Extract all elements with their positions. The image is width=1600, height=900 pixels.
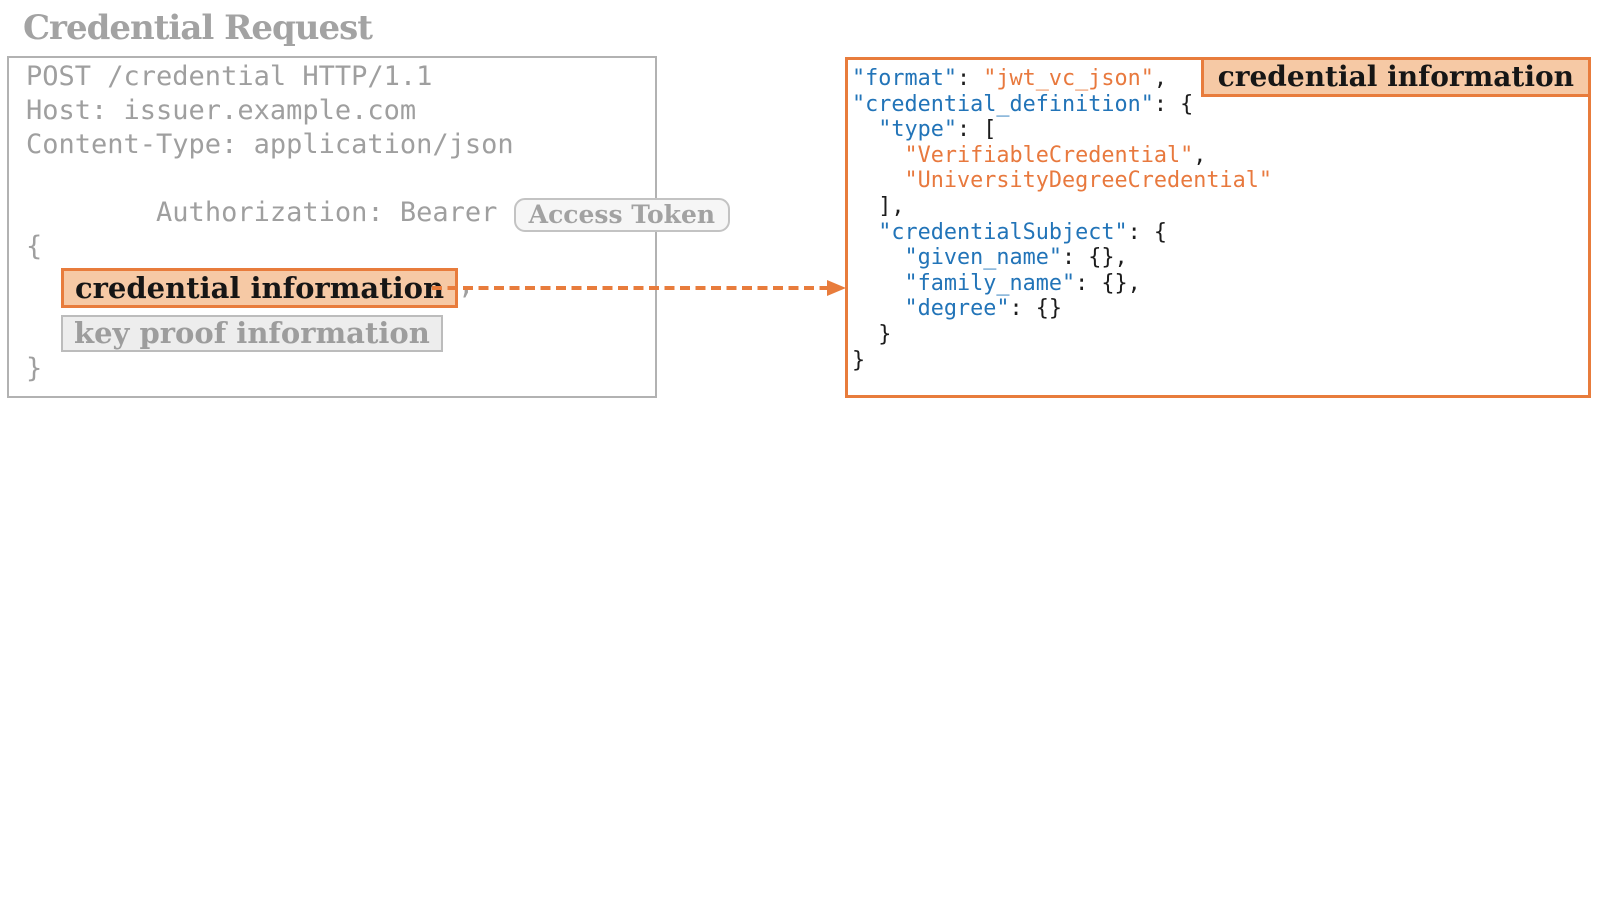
- json-punctuation: [852, 245, 905, 270]
- json-punctuation: [852, 220, 878, 245]
- page-title: Credential Request: [23, 8, 373, 48]
- credential-json-code: "format": "jwt_vc_json","credential_defi…: [852, 66, 1272, 373]
- json-punctuation: [852, 271, 905, 296]
- key-proof-information-row: key proof information: [61, 315, 443, 352]
- key-proof-information-badge: key proof information: [61, 315, 443, 352]
- json-punctuation: [852, 143, 905, 168]
- code-line: "UniversityDegreeCredential": [852, 168, 1272, 194]
- request-body-close-brace: }: [26, 353, 43, 384]
- json-key: "credential_definition": [852, 91, 1154, 117]
- code-line: "credential_definition": {: [852, 92, 1272, 118]
- json-key: "degree": [904, 296, 1010, 322]
- request-line-authorization: Authorization: Bearer Access Token: [26, 162, 731, 266]
- json-punctuation: : {},: [1061, 245, 1128, 271]
- request-line-content-type: Content-Type: application/json: [26, 129, 514, 160]
- credential-information-label: credential information: [1200, 57, 1591, 97]
- request-line-method: POST /credential HTTP/1.1: [26, 61, 433, 92]
- http-request-lines: POST /credential HTTP/1.1 Host: issuer.e…: [26, 60, 731, 266]
- json-punctuation: ,: [1193, 142, 1207, 168]
- json-punctuation: }: [852, 347, 866, 373]
- json-string: "UniversityDegreeCredential": [904, 168, 1272, 194]
- code-line: "VerifiableCredential",: [852, 143, 1272, 169]
- json-punctuation: ,: [1153, 66, 1167, 91]
- json-punctuation: : {}: [1009, 296, 1062, 322]
- credential-information-row: credential information,: [61, 264, 474, 308]
- json-key: "given_name": [904, 245, 1062, 271]
- request-body-open-brace: {: [26, 231, 43, 262]
- json-punctuation: : {: [1153, 91, 1194, 117]
- json-string: "VerifiableCredential": [904, 142, 1194, 168]
- json-string: "jwt_vc_json": [983, 66, 1154, 91]
- credential-information-badge: credential information: [61, 268, 459, 308]
- json-key: "type": [878, 117, 957, 143]
- code-line: "family_name": {},: [852, 271, 1272, 297]
- code-line: }: [852, 348, 1272, 374]
- json-key: "family_name": [904, 270, 1076, 296]
- code-line: "degree": {}: [852, 296, 1272, 322]
- json-punctuation: }: [852, 321, 892, 347]
- http-request-panel: POST /credential HTTP/1.1 Host: issuer.e…: [7, 56, 731, 398]
- code-line: "given_name": {},: [852, 245, 1272, 271]
- json-punctuation: : {},: [1075, 270, 1141, 296]
- code-line: ],: [852, 194, 1272, 220]
- credential-json-panel: credential information "format": "jwt_vc…: [845, 57, 1591, 398]
- code-line: "format": "jwt_vc_json",: [852, 66, 1272, 92]
- json-punctuation: : {: [1127, 219, 1167, 245]
- code-line: "credentialSubject": {: [852, 220, 1272, 246]
- request-line-host: Host: issuer.example.com: [26, 95, 417, 126]
- json-punctuation: ],: [852, 193, 905, 219]
- json-key: "credentialSubject": [878, 219, 1128, 245]
- json-punctuation: [852, 117, 878, 142]
- access-token-badge: Access Token: [513, 198, 731, 232]
- code-line: }: [852, 322, 1272, 348]
- json-punctuation: [852, 168, 905, 193]
- json-punctuation: [852, 296, 905, 321]
- dashed-arrow: [432, 280, 846, 296]
- authorization-text: Authorization: Bearer: [156, 197, 514, 228]
- comma-after-credential-badge: ,: [458, 270, 475, 301]
- json-punctuation: :: [956, 66, 984, 91]
- json-key: "format": [852, 66, 957, 91]
- json-punctuation: : [: [957, 117, 997, 143]
- code-line: "type": [: [852, 117, 1272, 143]
